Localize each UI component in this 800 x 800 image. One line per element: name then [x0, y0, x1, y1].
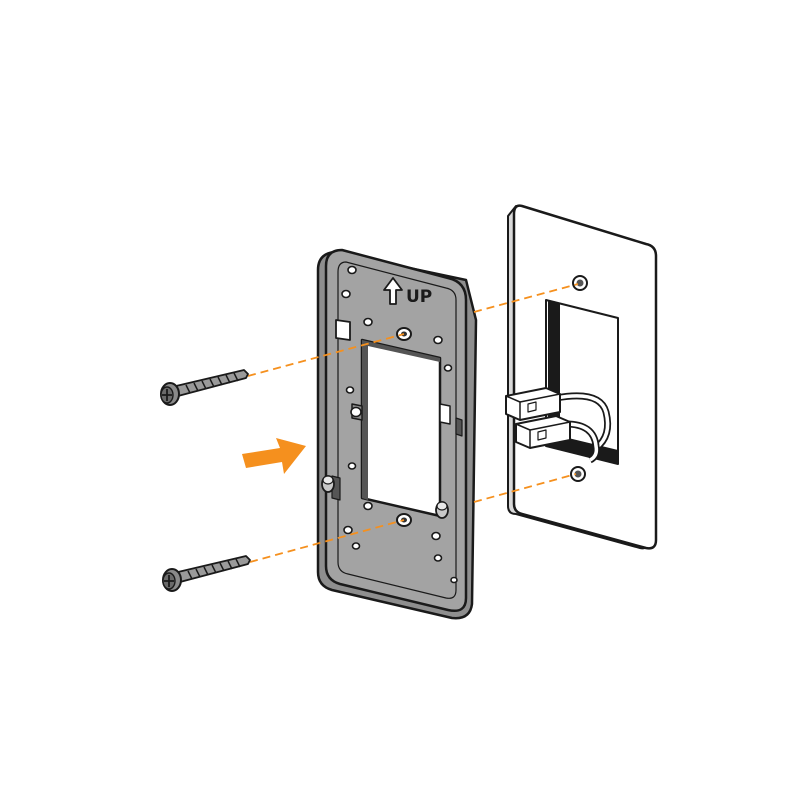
- wall-plate-screw-hole-top: [572, 275, 588, 291]
- bracket-central-opening: [360, 338, 442, 518]
- up-label: UP: [406, 287, 432, 307]
- screw-icon-upper: [160, 369, 249, 406]
- mounting-bracket: UP: [316, 248, 478, 620]
- rj45-connector-lower: [515, 415, 571, 449]
- arrow-up-icon: [383, 277, 403, 305]
- network-cables: [555, 392, 612, 464]
- bracket-small-holes: [341, 265, 458, 584]
- guide-line-lower-wall: [473, 473, 577, 503]
- bracket-peg-left: [321, 475, 335, 493]
- arrow-right-icon: [242, 438, 306, 474]
- rj45-connector-upper: [505, 387, 561, 421]
- guide-line-upper-wall: [473, 283, 579, 313]
- screw-icon-lower: [162, 555, 251, 592]
- bracket-peg-right: [435, 501, 449, 519]
- up-marking: UP: [383, 277, 432, 307]
- wall-plate: [507, 204, 658, 550]
- guide-line-lower-screw: [249, 519, 405, 563]
- wall-plate-screw-hole-bottom: [570, 466, 586, 482]
- guide-line-upper-screw: [247, 333, 405, 377]
- alignment-guides: [247, 283, 579, 563]
